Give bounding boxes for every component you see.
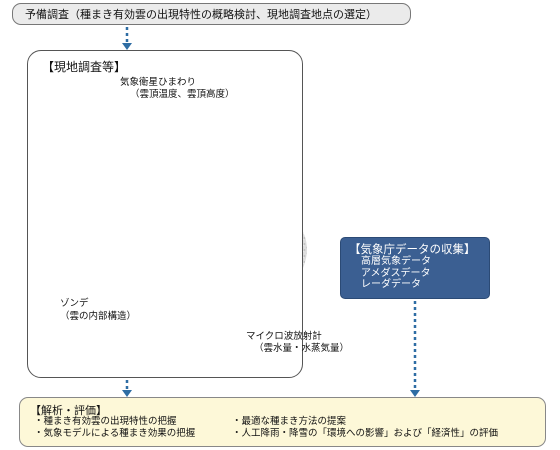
- jma-item: 高層気象データ: [361, 256, 431, 267]
- analysis-item: ・人工降雨・降雪の「環境への影響」および「経済性」の評価: [232, 428, 499, 439]
- analysis-item: ・最適な種まき方法の提案: [232, 416, 347, 427]
- analysis-box: 【解析・評価】 ・種まき有効雲の出現特性の把握 ・気象モデルによる種まき効果の把…: [19, 397, 546, 447]
- jma-data-box: 【気象庁データの収集】 高層気象データ アメダスデータ レーダデータ: [340, 237, 490, 299]
- analysis-right-column: ・最適な種まき方法の提案 ・人工降雨・降雪の「環境への影響」および「経済性」の評…: [232, 416, 498, 440]
- field-survey-title: 【現地調査等】: [42, 60, 127, 74]
- radiometer-label: マイクロ波放射計: [246, 331, 322, 342]
- arrowhead-3: [410, 390, 420, 397]
- arrowhead-2: [122, 390, 132, 397]
- analysis-item: ・気象モデルによる種まき効果の把握: [34, 428, 196, 439]
- preliminary-survey-box: 予備調査（種まき有効雲の出現特性の概略検討、現地調査地点の選定）: [12, 3, 411, 25]
- sonde-label: ゾンデ: [60, 298, 89, 309]
- analysis-title: 【解析・評価】: [30, 404, 107, 417]
- arrowhead-1: [122, 43, 132, 50]
- satellite-sub: （雲頂温度、雲頂高度）: [130, 89, 235, 100]
- sonde-sub: （雲の内部構造）: [60, 311, 137, 322]
- field-survey-frame: [27, 50, 303, 378]
- jma-title: 【気象庁データの収集】: [349, 242, 476, 256]
- analysis-item: ・種まき有効雲の出現特性の把握: [34, 416, 177, 427]
- analysis-left-column: ・種まき有効雲の出現特性の把握 ・気象モデルによる種まき効果の把握: [34, 416, 195, 440]
- radiometer-sub: （雲水量・水蒸気量）: [254, 343, 350, 354]
- satellite-label: 気象衛星ひまわり: [120, 77, 197, 88]
- jma-item: レーダデータ: [361, 279, 421, 290]
- jma-item: アメダスデータ: [361, 267, 431, 279]
